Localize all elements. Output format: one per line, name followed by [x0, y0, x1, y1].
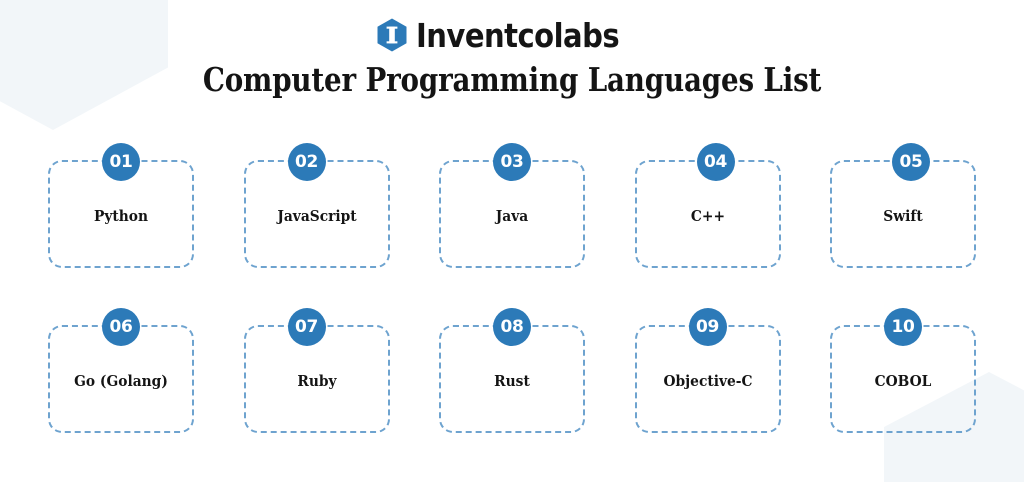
- card-number-badge: 01: [102, 143, 140, 181]
- card-number-badge: 07: [287, 308, 326, 346]
- card-number-badge: 05: [892, 143, 930, 181]
- language-name-label: Java: [495, 207, 529, 225]
- page-title: Computer Programming Languages List: [202, 60, 822, 99]
- language-name-label: C++: [690, 207, 725, 225]
- language-name-label: Go (Golang): [74, 372, 168, 390]
- card-number-badge: 08: [493, 308, 531, 346]
- language-name-label: Ruby: [296, 372, 337, 390]
- language-name-label: Python: [93, 207, 149, 225]
- language-name-label: JavaScript: [276, 207, 357, 225]
- header: Inventcolabs Computer Programming Langua…: [0, 0, 1024, 98]
- card-number-badge: 10: [884, 308, 922, 346]
- card-number-badge: 06: [102, 308, 140, 346]
- language-name-label: COBOL: [874, 372, 932, 390]
- brand-name: Inventcolabs: [416, 15, 620, 55]
- language-name-label: Rust: [494, 372, 530, 390]
- card-number-badge: 02: [287, 143, 326, 181]
- hexagon-i-logo-icon: [377, 18, 407, 52]
- language-name-label: Objective-C: [663, 372, 752, 390]
- language-card[interactable]: 06 Go (Golang): [48, 308, 194, 433]
- card-number-badge: 04: [696, 143, 735, 181]
- language-name-label: Swift: [883, 207, 923, 225]
- brand-lockup: Inventcolabs: [0, 0, 1024, 56]
- card-number-badge: 09: [688, 308, 727, 346]
- card-number-badge: 03: [493, 143, 531, 181]
